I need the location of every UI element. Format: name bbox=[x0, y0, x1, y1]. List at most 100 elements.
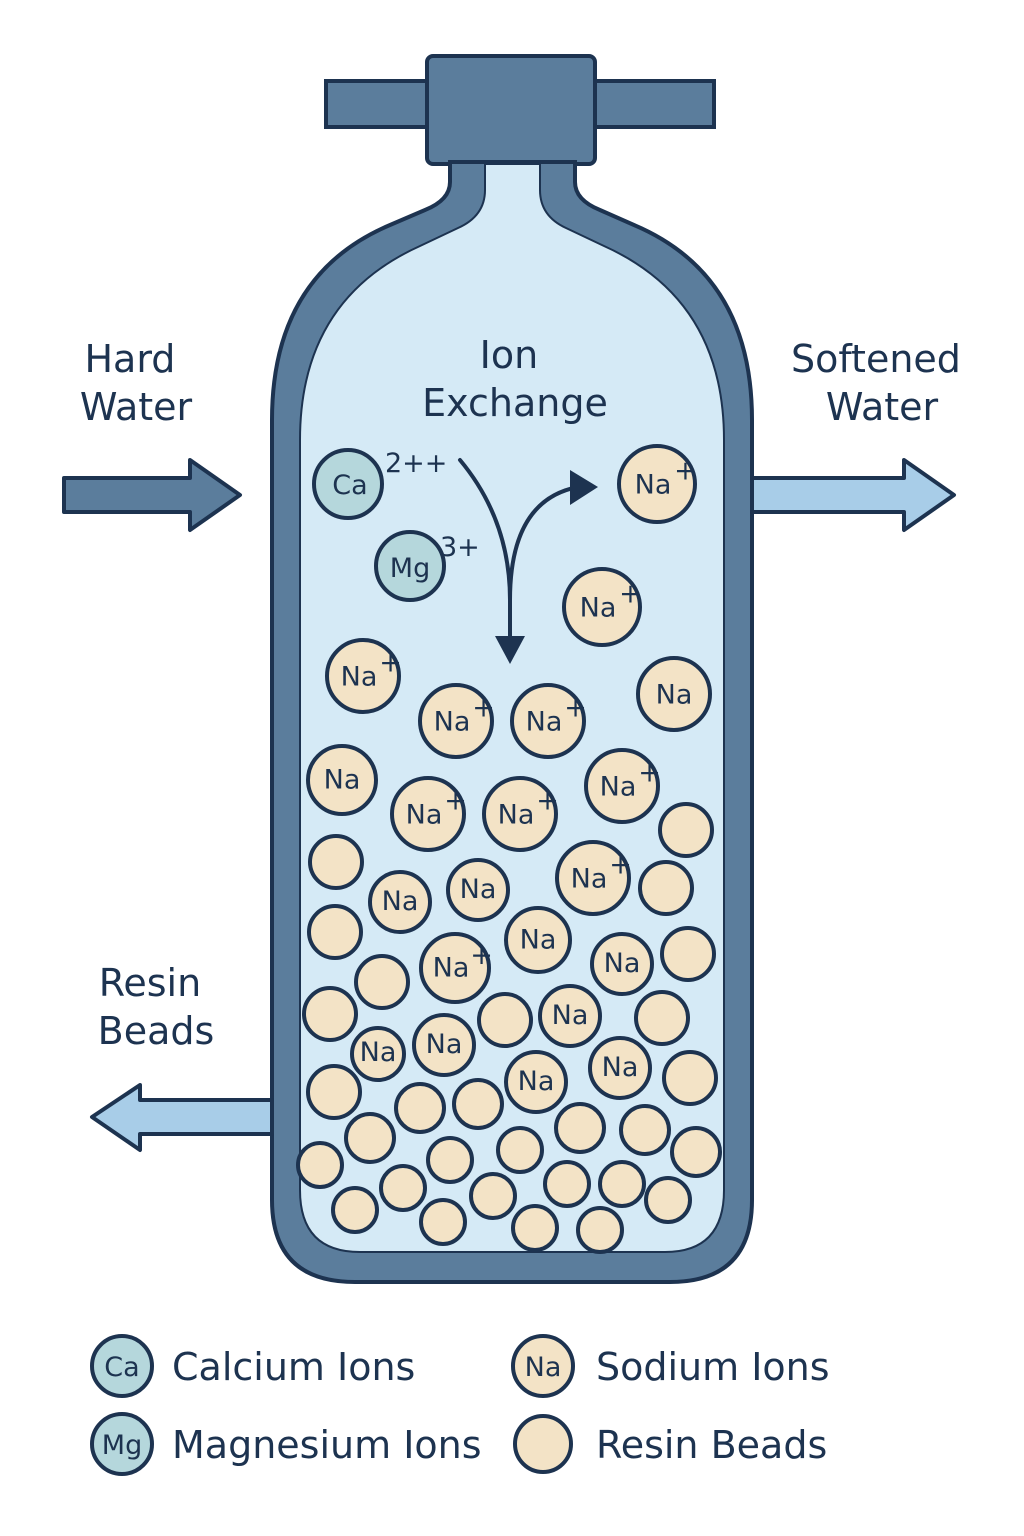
sodium-symbol: Na bbox=[360, 1037, 397, 1068]
sodium-symbol: Na bbox=[434, 706, 471, 737]
resin-bead bbox=[307, 904, 363, 960]
resin-bead bbox=[379, 1164, 427, 1212]
sodium-charge: + bbox=[536, 786, 559, 817]
sodium-ion: Na bbox=[368, 870, 432, 934]
outlet-arrow bbox=[750, 458, 956, 532]
svg-text:Resin Beads: Resin Beads bbox=[596, 1423, 827, 1467]
sodium-symbol: Na bbox=[341, 661, 378, 692]
calcium-ion: Ca 2++ bbox=[312, 448, 447, 520]
resin-bead bbox=[658, 802, 714, 858]
resin-bead bbox=[426, 1136, 474, 1184]
resin-bead bbox=[554, 1102, 606, 1154]
sodium-symbol: Na bbox=[635, 470, 672, 501]
sodium-symbol: Na bbox=[433, 953, 470, 984]
sodium-charge: + bbox=[674, 455, 697, 486]
resin-bead bbox=[302, 986, 358, 1042]
hard-water-label: Hard Water bbox=[80, 337, 193, 429]
resin-bead bbox=[543, 1160, 591, 1208]
sodium-ion: Na bbox=[446, 858, 510, 922]
resin-bead bbox=[496, 1126, 544, 1174]
sodium-ion: Na+ bbox=[325, 638, 402, 714]
legend-magnesium: Mg Magnesium Ions bbox=[90, 1412, 482, 1476]
legend-calcium: Ca Calcium Ions bbox=[90, 1334, 415, 1398]
svg-text:3+: 3+ bbox=[440, 532, 480, 563]
resin-bead bbox=[619, 1104, 671, 1156]
sodium-symbol: Na bbox=[580, 593, 617, 624]
sodium-ion: Na+ bbox=[555, 840, 632, 916]
sodium-charge: + bbox=[470, 940, 493, 971]
sodium-symbol: Na bbox=[602, 1052, 639, 1083]
sodium-charge: + bbox=[379, 648, 402, 679]
svg-text:Ca: Ca bbox=[104, 1352, 139, 1383]
svg-text:Na: Na bbox=[525, 1352, 562, 1383]
resin-bead bbox=[634, 990, 690, 1046]
sodium-charge: + bbox=[564, 693, 587, 724]
resin-bead bbox=[331, 1186, 379, 1234]
sodium-ion: Na+ bbox=[390, 776, 467, 852]
sodium-charge: + bbox=[444, 786, 467, 817]
sodium-ion: Na+ bbox=[510, 683, 587, 759]
sodium-charge: + bbox=[619, 578, 642, 609]
svg-text:Mg: Mg bbox=[102, 1430, 142, 1461]
resin-bead bbox=[660, 926, 716, 982]
resin-bead bbox=[576, 1206, 624, 1254]
svg-text:Mg: Mg bbox=[390, 553, 430, 584]
resin-bead bbox=[452, 1078, 504, 1130]
sodium-ion: Na bbox=[636, 656, 712, 732]
svg-text:Magnesium Ions: Magnesium Ions bbox=[172, 1423, 482, 1467]
svg-text:2++: 2++ bbox=[385, 448, 447, 479]
sodium-ion: Na+ bbox=[562, 567, 642, 647]
resin-bead bbox=[662, 1050, 718, 1106]
sodium-symbol: Na bbox=[604, 948, 641, 979]
resin-bead bbox=[344, 1112, 396, 1164]
resin-bead bbox=[354, 954, 410, 1010]
sodium-ion: Na+ bbox=[617, 444, 697, 524]
inlet-arrow bbox=[62, 458, 242, 532]
sodium-symbol: Na bbox=[571, 863, 608, 894]
sodium-symbol: Na bbox=[656, 679, 693, 710]
resin-bead bbox=[394, 1082, 446, 1134]
resin-bead bbox=[308, 834, 364, 890]
resin-bead bbox=[306, 1064, 362, 1120]
resin-bead bbox=[644, 1176, 692, 1224]
sodium-ion: Na+ bbox=[482, 776, 559, 852]
resin-bead bbox=[511, 1204, 559, 1252]
sodium-ion: Na bbox=[588, 1036, 652, 1100]
sodium-symbol: Na bbox=[520, 924, 557, 955]
svg-text:Calcium Ions: Calcium Ions bbox=[172, 1345, 415, 1389]
sodium-ion: Na bbox=[350, 1026, 406, 1082]
resin-bead bbox=[477, 992, 533, 1048]
sodium-symbol: Na bbox=[552, 1000, 589, 1031]
sodium-ion: Na bbox=[504, 906, 572, 974]
svg-text:Ca: Ca bbox=[332, 470, 367, 501]
sodium-charge: + bbox=[609, 850, 632, 881]
control-valve bbox=[324, 54, 716, 166]
sodium-charge: + bbox=[638, 758, 661, 789]
legend-sodium: Na Sodium Ions bbox=[511, 1334, 830, 1398]
sodium-ion: Na+ bbox=[419, 932, 493, 1004]
resin-bed bbox=[296, 802, 722, 1254]
resin-bead bbox=[598, 1160, 646, 1208]
sodium-symbol: Na bbox=[324, 765, 361, 796]
sodium-symbol: Na bbox=[460, 874, 497, 905]
legend: Ca Calcium Ions Mg Magnesium Ions Na Sod… bbox=[90, 1334, 830, 1476]
sodium-symbol: Na bbox=[406, 799, 443, 830]
sodium-symbol: Na bbox=[526, 706, 563, 737]
resin-bead bbox=[670, 1126, 722, 1178]
sodium-ion: Na bbox=[538, 984, 602, 1048]
resin-bead bbox=[296, 1141, 344, 1189]
sodium-ion: Na+ bbox=[418, 683, 495, 759]
sodium-symbol: Na bbox=[600, 771, 637, 802]
resin-bead bbox=[419, 1198, 467, 1246]
resin-bead bbox=[469, 1172, 517, 1220]
resin-beads-label: Resin Beads bbox=[98, 961, 215, 1053]
sodium-ion: Na+ bbox=[584, 748, 661, 824]
legend-resin-bead: Resin Beads bbox=[513, 1414, 827, 1474]
sodium-symbol: Na bbox=[426, 1029, 463, 1060]
sodium-charge: + bbox=[472, 693, 495, 724]
resin-outlet-arrow bbox=[90, 1083, 274, 1152]
sodium-symbol: Na bbox=[382, 886, 419, 917]
magnesium-ion: Mg 3+ bbox=[374, 530, 480, 602]
